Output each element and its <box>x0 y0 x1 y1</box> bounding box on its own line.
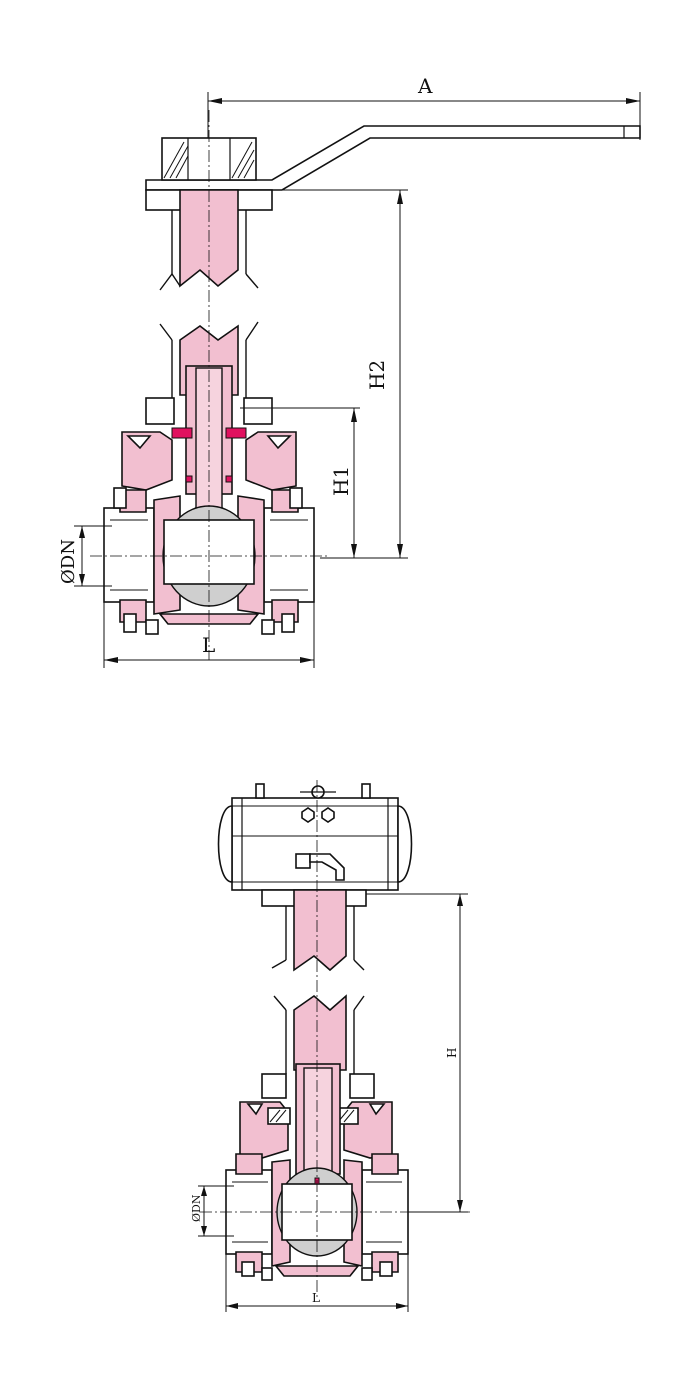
manual-ball-valve-figure: A <box>58 74 641 668</box>
dimension-h1: H1 <box>240 407 408 559</box>
dimension-l-label: L <box>202 633 215 657</box>
dimension-a-label: A <box>417 74 433 98</box>
dimension-a: A <box>207 74 641 140</box>
dimension-dn-bottom-label: ØDN <box>190 1194 203 1222</box>
dimension-dn-bottom: ØDN <box>190 1185 234 1237</box>
dimension-h2: H2 <box>280 189 408 558</box>
pneumatic-extension-upper <box>271 889 365 972</box>
dimension-l-bottom-label: L <box>312 1291 320 1305</box>
dimension-l-bottom: L <box>225 1254 409 1312</box>
dimension-l: L <box>103 602 315 668</box>
pneumatic-bonnet <box>239 1063 393 1181</box>
dimension-dn-label: ØDN <box>58 539 79 584</box>
dimension-h1-label: H1 <box>329 466 353 496</box>
dimension-h-label: H <box>445 1048 459 1058</box>
valve-body <box>103 487 315 635</box>
dimension-h2-label: H2 <box>365 360 389 390</box>
pneumatic-ball-valve-figure: H ØDN L <box>190 780 470 1312</box>
pneumatic-actuator <box>217 783 413 907</box>
dimension-dn: ØDN <box>58 525 112 587</box>
dimension-h: H <box>366 893 468 1213</box>
pneumatic-extension-lower <box>273 994 365 1074</box>
